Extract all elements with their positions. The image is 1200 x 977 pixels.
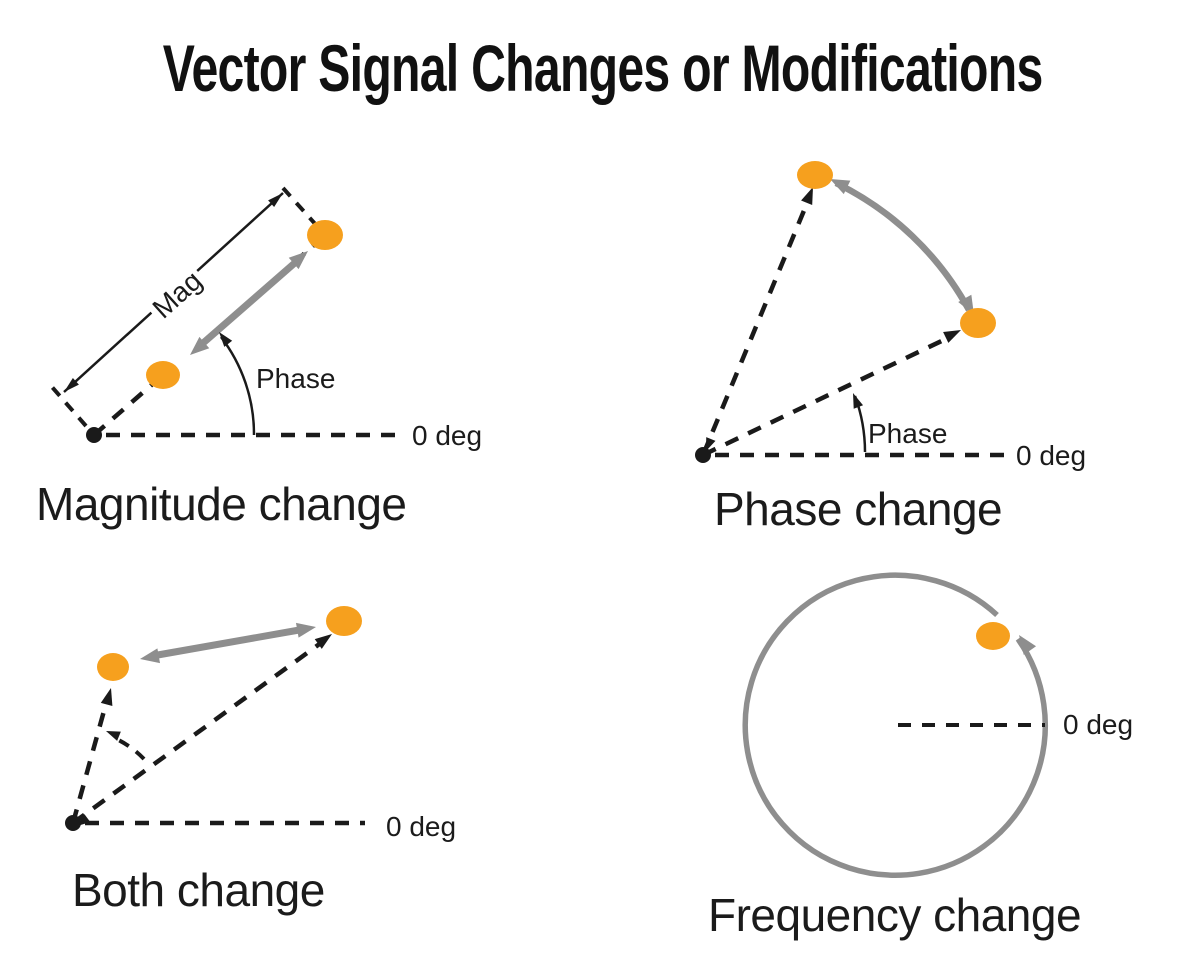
magnitude-shift-arrow-shaft bbox=[199, 258, 300, 347]
vector-arrowhead-old-icon bbox=[943, 330, 961, 343]
mag-dimension-arrow-lower-icon bbox=[64, 377, 79, 392]
zero-deg-label: 0 deg bbox=[1016, 440, 1087, 471]
both-change-diagram bbox=[65, 606, 365, 831]
origin-dot bbox=[695, 447, 711, 463]
both-shift-arrowhead-left-icon bbox=[140, 648, 161, 664]
origin-dot bbox=[65, 815, 81, 831]
mag-dimension-arrow-upper-icon bbox=[268, 193, 283, 208]
phase-change-diagram bbox=[695, 161, 1005, 463]
diagram-title: Vector Signal Changes or Modifications bbox=[0, 30, 1200, 106]
signal-point-after bbox=[797, 161, 833, 189]
signal-point-after bbox=[307, 220, 343, 250]
both-change-caption: Both change bbox=[72, 864, 325, 916]
signal-point-before bbox=[146, 361, 180, 389]
phase-angle-arc bbox=[220, 336, 256, 436]
zero-deg-label: 0 deg bbox=[412, 420, 483, 451]
origin-dot bbox=[86, 427, 102, 443]
zero-deg-label: 0 deg bbox=[386, 811, 457, 842]
dimension-extension-dot bbox=[281, 186, 319, 228]
signal-point-before bbox=[326, 606, 362, 636]
vector-dashed-line-old bbox=[71, 638, 327, 825]
vector-arrowhead-new-icon bbox=[100, 688, 113, 706]
phase-change-caption: Phase change bbox=[714, 483, 1003, 535]
signal-point-before bbox=[960, 308, 996, 338]
phase-angle-arrowhead-icon bbox=[853, 393, 864, 409]
magnitude-change-caption: Magnitude change bbox=[36, 478, 407, 530]
dimension-extension-origin bbox=[50, 385, 88, 428]
diagram-title-text: Vector Signal Changes or Modifications bbox=[162, 31, 1044, 105]
rotation-circle-arc bbox=[742, 572, 1048, 878]
phase-rotation-arc bbox=[834, 180, 972, 312]
frequency-change-diagram bbox=[742, 572, 1048, 878]
magnitude-change-diagram bbox=[50, 186, 397, 443]
phase-angle-arrowhead-icon bbox=[219, 332, 233, 347]
signal-point-after bbox=[97, 653, 129, 681]
signal-point bbox=[976, 622, 1010, 650]
rotation-circle-arrowhead-icon bbox=[1019, 635, 1037, 655]
both-shift-arrowhead-right-icon bbox=[295, 622, 316, 638]
magnitude-shift-arrowhead-upper-icon bbox=[288, 251, 308, 270]
angle-dashed-arc bbox=[111, 735, 146, 761]
vector-dashed-line-new bbox=[70, 699, 110, 824]
phase-label: Phase bbox=[256, 363, 336, 394]
vector-tail-arrowhead-icon bbox=[706, 437, 716, 451]
phase-rotation-arrowhead-top-icon bbox=[830, 179, 851, 195]
vector-arrowhead-old-icon bbox=[314, 634, 332, 649]
vector-dashed-line-old bbox=[702, 333, 953, 458]
frequency-change-caption: Frequency change bbox=[708, 889, 1082, 941]
magnitude-shift-arrowhead-lower-icon bbox=[190, 336, 210, 355]
phase-label: Phase bbox=[868, 418, 948, 449]
angle-arc-arrowhead-icon bbox=[106, 731, 121, 741]
both-shift-arrow-shaft bbox=[151, 625, 306, 660]
zero-deg-label: 0 deg bbox=[1063, 709, 1134, 740]
vector-dashed-line-new bbox=[700, 195, 813, 456]
vector-arrowhead-new-icon bbox=[801, 187, 813, 206]
